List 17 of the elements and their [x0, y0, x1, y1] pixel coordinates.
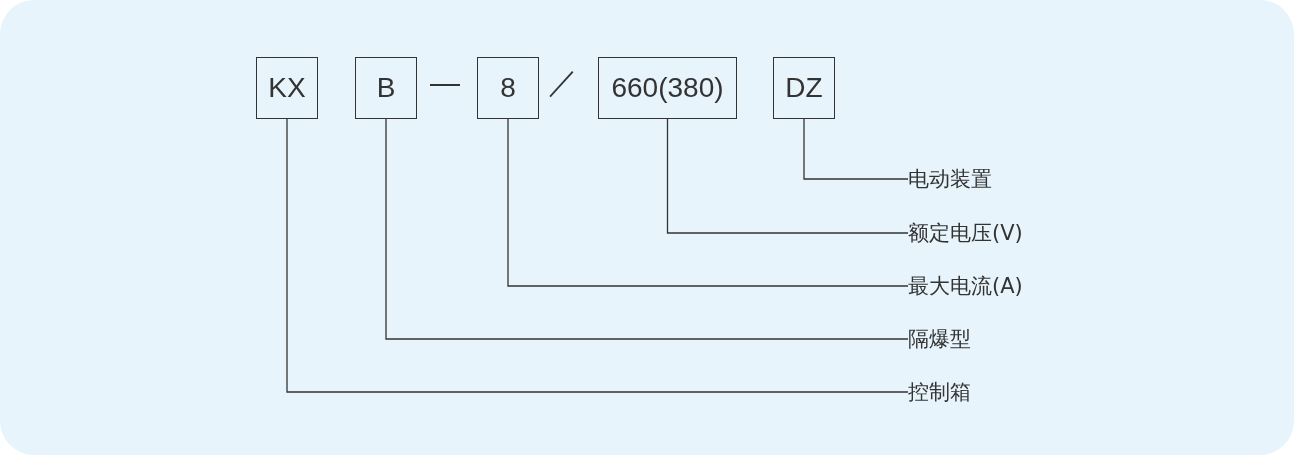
leader-line — [666, 118, 909, 234]
code-box: B — [355, 57, 417, 119]
separator-sign: — — [430, 66, 460, 100]
leader-line — [507, 118, 909, 287]
meaning-label: 控制箱 — [908, 379, 971, 405]
leader-line — [385, 118, 909, 340]
code-box: 8 — [477, 57, 539, 119]
meaning-label: 最大电流(A) — [908, 273, 1023, 299]
separator-sign: ／ — [548, 64, 578, 100]
leader-line — [286, 118, 909, 393]
leader-line — [803, 118, 909, 180]
code-box: KX — [256, 57, 318, 119]
meaning-label: 隔爆型 — [908, 326, 971, 352]
meaning-label: 额定电压(V) — [908, 220, 1023, 246]
code-box: DZ — [773, 57, 835, 119]
meaning-label: 电动装置 — [908, 166, 992, 192]
code-box: 660(380) — [598, 57, 737, 119]
